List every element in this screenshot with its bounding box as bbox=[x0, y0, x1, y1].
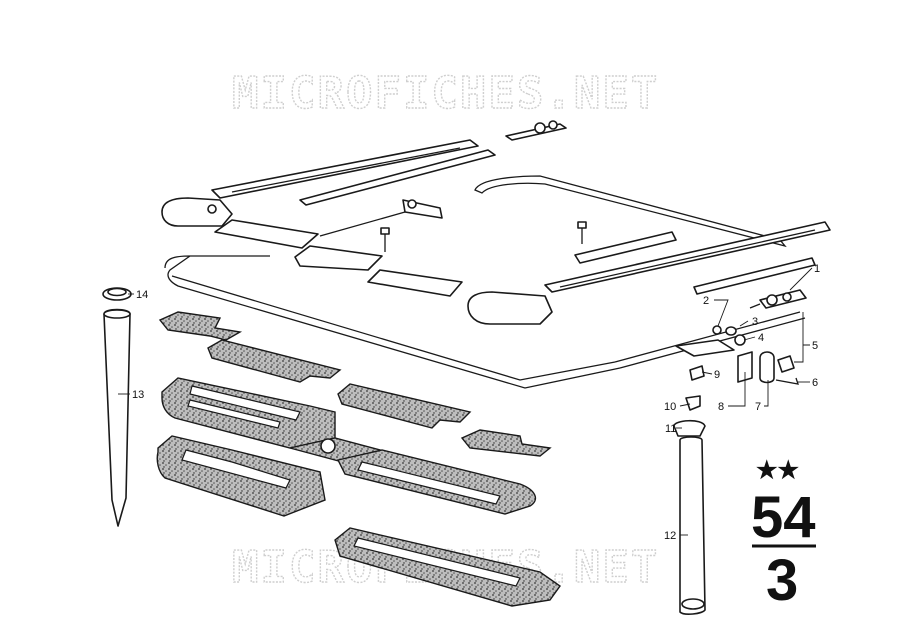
watermark-top: MICROFICHES.NET bbox=[232, 68, 659, 119]
gasket-assembly bbox=[158, 311, 552, 457]
slide-pad-3 bbox=[367, 269, 463, 297]
badge-stars: ★★ bbox=[756, 457, 800, 484]
seal-strip-lower bbox=[337, 383, 472, 429]
callout-12: 12 bbox=[664, 530, 676, 542]
guide-piece bbox=[777, 355, 795, 373]
badge-group-number: 54 bbox=[751, 485, 816, 550]
pin bbox=[685, 395, 701, 411]
callout-6: 6 bbox=[812, 377, 818, 389]
cable-run bbox=[614, 311, 806, 369]
nut bbox=[712, 325, 722, 335]
corner-block-left bbox=[161, 197, 233, 227]
callout-9: 9 bbox=[714, 369, 720, 381]
cable-clip-top bbox=[505, 120, 567, 141]
frame-wire-outer bbox=[164, 255, 621, 389]
bolt bbox=[737, 351, 753, 383]
headliner-panels bbox=[156, 377, 561, 607]
small-screw bbox=[689, 365, 705, 381]
leader-lines bbox=[118, 267, 813, 536]
small-hardware bbox=[675, 289, 807, 411]
drain-tube-12 bbox=[679, 436, 706, 615]
callout-14: 14 bbox=[136, 289, 148, 301]
screw-left bbox=[380, 227, 390, 252]
seal-strip-upper-left bbox=[158, 311, 243, 341]
frame-wire-inner bbox=[171, 275, 616, 381]
screw-right bbox=[577, 221, 587, 244]
callout-2: 2 bbox=[703, 295, 709, 307]
callout-5: 5 bbox=[812, 340, 818, 352]
guide-rail-left-lower bbox=[299, 149, 496, 206]
callout-numbers: 1 2 3 4 5 6 7 8 9 10 11 12 13 14 bbox=[132, 263, 820, 542]
callout-4: 4 bbox=[758, 332, 764, 344]
guide-strip-center bbox=[574, 231, 677, 264]
callout-13: 13 bbox=[132, 389, 144, 401]
badge-subgroup-number: 3 bbox=[766, 548, 798, 613]
drain-tube-left bbox=[102, 287, 132, 527]
slide-pad-1 bbox=[214, 219, 319, 249]
drain-tube-13 bbox=[103, 308, 131, 527]
washer bbox=[725, 326, 737, 336]
bearing-block bbox=[759, 351, 775, 384]
headliner-front bbox=[161, 377, 336, 449]
mounting-plate bbox=[675, 339, 735, 357]
guide-rail-right-slot bbox=[559, 229, 816, 288]
seal-strip-mid bbox=[207, 339, 342, 383]
group-badge: ★★ 54 3 bbox=[751, 457, 816, 613]
drain-tube-right bbox=[673, 419, 706, 615]
rear-frame-rail bbox=[474, 175, 787, 248]
slide-pad-2 bbox=[294, 245, 383, 271]
corner-block-right bbox=[467, 291, 553, 325]
callout-1: 1 bbox=[814, 263, 820, 275]
callout-3: 3 bbox=[752, 316, 758, 328]
guide-rail-left-slot bbox=[231, 147, 461, 193]
callout-7: 7 bbox=[755, 401, 761, 413]
spring-clip bbox=[775, 377, 799, 385]
drain-fitting bbox=[673, 419, 706, 437]
spring-ring bbox=[734, 334, 746, 346]
callout-8: 8 bbox=[718, 401, 724, 413]
drive-bracket bbox=[319, 199, 443, 237]
callout-10: 10 bbox=[664, 401, 676, 413]
seal-strip-right bbox=[460, 429, 552, 457]
upper-frame-assembly bbox=[161, 120, 831, 389]
callout-11: 11 bbox=[665, 423, 676, 435]
guide-strip-right bbox=[693, 257, 816, 295]
